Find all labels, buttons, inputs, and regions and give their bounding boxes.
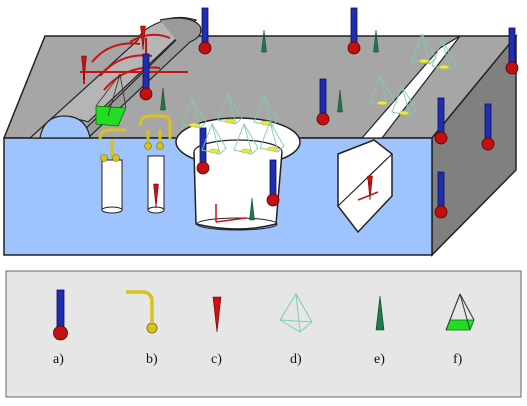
legend-icon-a <box>53 289 68 341</box>
legend-label-b: b) <box>146 352 158 367</box>
legend-icon-f <box>445 293 475 331</box>
legend-label-f: f) <box>453 352 463 367</box>
legend-icon-c <box>212 296 222 333</box>
legend-label-d: d) <box>290 352 302 367</box>
legend-icon-b <box>126 290 158 334</box>
legend-label-c: c) <box>211 352 222 367</box>
slanted-slot-top <box>360 35 461 139</box>
legend-label-e: e) <box>374 352 385 367</box>
small-bore-1 <box>101 159 123 211</box>
legend-box <box>5 270 522 398</box>
legend-label-a: a) <box>53 352 64 367</box>
legend-icon-e <box>375 295 385 331</box>
legend-icon-d <box>279 293 313 333</box>
groove-end-cut <box>39 115 91 139</box>
green-base-pyramid <box>95 73 127 127</box>
